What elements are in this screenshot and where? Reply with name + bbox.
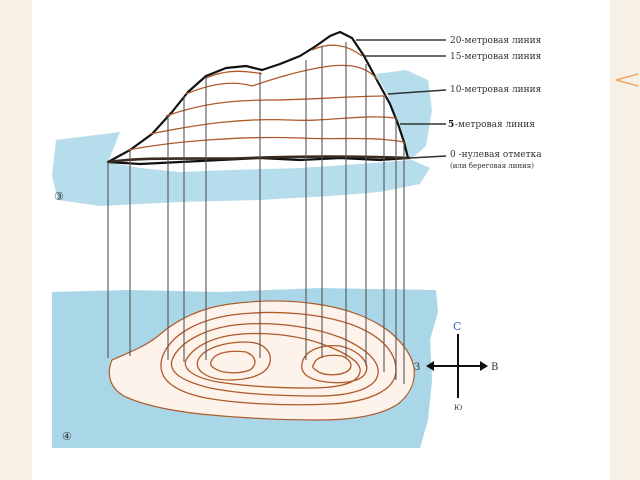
contour-plan-peak-left	[210, 350, 256, 374]
island-profile	[106, 30, 410, 166]
corner-decoration-icon	[615, 73, 639, 87]
plan-contours	[160, 311, 397, 406]
compass-west-label: З	[414, 362, 420, 373]
figure-number-bottom: ④	[62, 430, 72, 443]
label-leaders	[356, 39, 447, 159]
label-10m: 10-метровая линия	[450, 85, 542, 95]
contour-profile-13m	[165, 95, 387, 117]
contour-plan-13m	[184, 332, 361, 389]
label-20m: 20-метровая линия	[450, 36, 542, 46]
sea-band-upper	[52, 132, 430, 206]
label-0m: 0 -нулевая отметка	[450, 150, 542, 160]
compass-south-label: Ю	[454, 404, 462, 412]
contour-profile-15m	[185, 64, 379, 95]
contour-profile-5m	[127, 136, 405, 151]
compass-east-arrow-icon	[480, 361, 488, 371]
contour-plan-15m-left	[196, 341, 271, 381]
contour-profile-peak-right	[311, 44, 363, 57]
compass-rose: С Ю З В	[414, 320, 498, 412]
compass-west-arrow-icon	[426, 361, 434, 371]
projection-lines	[107, 42, 405, 384]
profile-contours	[127, 44, 405, 151]
compass-east-label: В	[491, 362, 498, 373]
contour-plan-15m-right	[301, 344, 368, 384]
leader-10m	[387, 89, 447, 95]
label-5m-number: 5	[448, 120, 454, 130]
compass-north-label: С	[453, 320, 461, 333]
contour-profile-peak-left	[205, 70, 263, 79]
label-0m-note: (или береговая линия)	[450, 162, 534, 170]
figure-number-top: ③	[54, 190, 64, 203]
contour-profile-10m	[149, 116, 397, 135]
label-15m: 15-метровая линия	[450, 52, 542, 62]
contour-plan-peak-right	[312, 354, 352, 376]
leader-0m	[409, 155, 447, 159]
shoreline-contour	[107, 155, 411, 164]
label-5m: -метровая линия	[455, 120, 535, 130]
contour-plan-10m	[170, 322, 379, 397]
